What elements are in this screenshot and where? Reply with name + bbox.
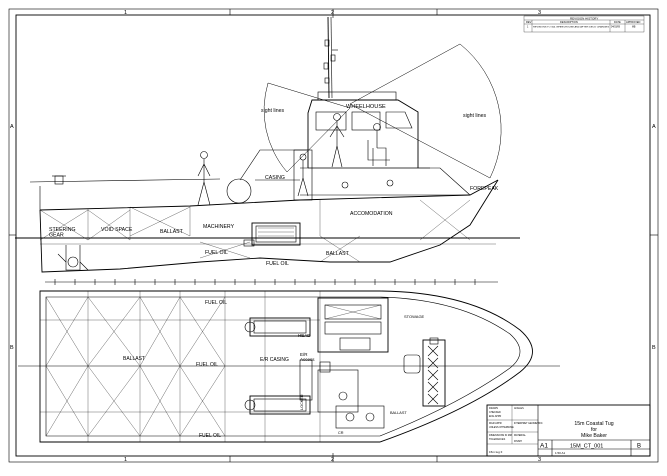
zone-left-A: A (10, 124, 14, 130)
sight-lines-fan-right (349, 43, 502, 179)
approved-col-header: APPROVED (626, 20, 641, 24)
title-line-3: Mike Baker (581, 433, 607, 439)
plan-stowage: STOWAGE (404, 314, 425, 319)
main-engine (243, 222, 301, 247)
tb-field-finish: FINISH (514, 440, 522, 443)
tb-field-interpret: INTERPRET GEOMETRIC (514, 422, 543, 425)
part-name: 15m tug II (489, 450, 503, 454)
sheet-size: A1 (540, 443, 548, 450)
zone-bottom-1: 1 (124, 457, 127, 463)
plan-ballast: BALLAST (123, 356, 145, 362)
casing-label: CASING (265, 175, 285, 181)
rev-row-description: REVISIONS TO GA. WHEELHOUSE AND AFTER DE… (533, 26, 610, 29)
sight-lines-label-right: sight lines (463, 113, 486, 119)
void-space-label: VOID SPACE (101, 227, 133, 233)
mast (323, 16, 338, 99)
rev-row-approved: MB (632, 27, 636, 29)
plan-hull-outline (39, 290, 533, 443)
tb-field-mgr-appr: MGR APPR (489, 422, 502, 425)
drawing-number: 15M_CT_001 (570, 444, 603, 450)
wheelhouse-figure-seated (367, 123, 390, 166)
wheelhouse-label: WHEELHOUSE (346, 104, 386, 110)
rev-row-date: 04/03/09 (611, 27, 621, 29)
forepeak-label: FOREPEAK (470, 186, 499, 192)
zone-top-3: 3 (538, 10, 541, 16)
profile-view: sight lines sight lines WHEELHOUSE CASIN… (15, 16, 520, 285)
accommodation-label: ACCOMODATION (350, 211, 393, 217)
plan-engines (244, 317, 311, 415)
hull-profile (39, 179, 499, 273)
machinery-label: MACHINERY (203, 224, 235, 230)
rev-row-number: 1 (527, 26, 529, 29)
drawing-border (8, 8, 659, 463)
plan-fuel-oil-top: FUEL OIL (205, 300, 227, 306)
scale-text: 1:50 A1 (555, 451, 566, 455)
zone-labels: 1 2 3 1 2 3 A B A B (10, 10, 656, 463)
tb-field-tolerances: TOLERANCES (489, 438, 506, 441)
fuel-oil-label-1: FUEL OIL (205, 250, 228, 256)
plan-view: FUEL OIL FUEL OIL FUEL OIL BALLAST E/R C… (18, 290, 560, 443)
plan-cr: CR (338, 431, 344, 435)
zone-bottom-2: 2 (331, 457, 334, 463)
title-block: DRAWN CHECKED ENG APPR MGR APPR UNLESS O… (486, 404, 651, 457)
tb-field-drawn: DRAWN (489, 407, 498, 410)
sight-lines-label-left: sight lines (261, 108, 284, 114)
plan-locker: LOCKER (300, 394, 304, 410)
towing-drum (226, 178, 252, 204)
date-col-header: DATE (614, 20, 621, 24)
plan-casing-block (317, 297, 389, 353)
tb-field-eng-appr: ENG APPR (489, 415, 501, 418)
revision-history-table: REVISION HISTORY REV DESCRIPTION DATE AP… (523, 15, 645, 33)
tb-field-unless: UNLESS OTHERWISE (489, 426, 514, 429)
zone-bottom-3: 3 (538, 457, 541, 463)
wheelhouse-figure-standing (329, 113, 345, 168)
zone-right-A: A (652, 124, 656, 130)
deck-figure-aft (197, 151, 211, 206)
plan-fuel-oil-bottom: FUEL OIL (199, 433, 221, 439)
ballast-fwd-label: BALLAST (326, 251, 350, 257)
title-line-2: for (591, 427, 597, 433)
description-col-header: DESCRIPTION (560, 20, 578, 24)
plan-er-casing: E/R CASING (260, 357, 289, 363)
title-line-1: 15m Coastal Tug (574, 421, 613, 427)
plan-fuel-oil-mid: FUEL OIL (196, 362, 218, 368)
tb-field-angles: ANGLES (514, 407, 524, 410)
plan-head: HEAD (298, 333, 311, 338)
ballast-aft-label: BALLAST (160, 229, 184, 235)
zone-top-1: 1 (124, 10, 127, 16)
revision-letter: B (637, 444, 641, 450)
zone-left-B: B (10, 345, 14, 351)
zone-right-B: B (652, 345, 656, 351)
fuel-oil-label-2: FUEL OIL (266, 261, 289, 267)
tb-field-material: MATERIAL (514, 434, 526, 437)
zone-top-2: 2 (331, 10, 334, 16)
rev-col-header: REV (526, 20, 532, 24)
tb-field-dimensions: DIMENSIONS IN MM (489, 434, 512, 437)
revision-history-title: REVISION HISTORY (570, 16, 598, 20)
tb-field-checked: CHECKED (489, 411, 501, 414)
plan-ballast-small: BALLAST (390, 411, 407, 415)
